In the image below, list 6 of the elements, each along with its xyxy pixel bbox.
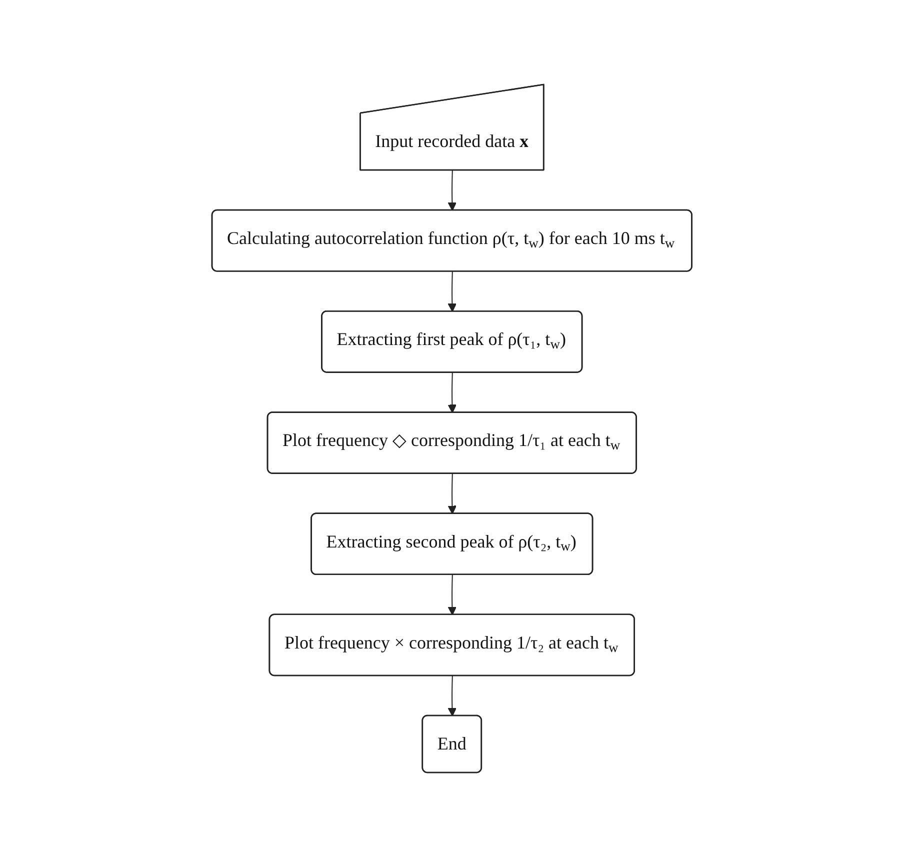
arrow (447, 473, 456, 514)
arrow (447, 170, 456, 211)
arrow (447, 372, 456, 414)
arrow (447, 271, 456, 312)
arrow (447, 574, 456, 616)
arrow (447, 675, 456, 716)
